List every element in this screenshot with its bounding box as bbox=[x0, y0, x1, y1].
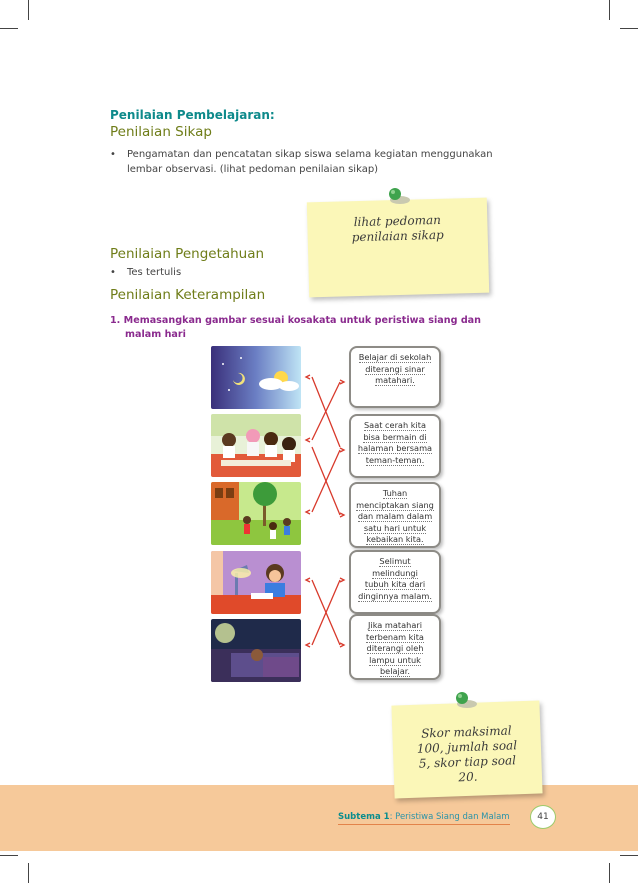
crop-mark bbox=[28, 863, 29, 883]
word-card: Tuhan menciptakan siang dan malam dalam … bbox=[349, 482, 441, 548]
footer-subtema-label: Subtema 1 bbox=[338, 812, 390, 822]
picture-child-sleeping bbox=[211, 619, 301, 682]
crop-mark bbox=[620, 855, 638, 856]
sticky-note-skor: Skor maksimal 100, jumlah soal 5, skor t… bbox=[391, 700, 543, 799]
page-title: Penilaian Pembelajaran: bbox=[110, 108, 275, 122]
card-line: kebaikan kita. bbox=[366, 534, 424, 545]
card-line: diterangi sinar bbox=[365, 363, 425, 375]
card-line: Selimut bbox=[379, 556, 411, 567]
crop-mark bbox=[0, 28, 18, 29]
picture-sky bbox=[211, 346, 301, 409]
crop-mark bbox=[28, 0, 29, 20]
card-line: Belajar di sekolah bbox=[358, 352, 432, 363]
card-line: bisa bermain di bbox=[363, 431, 427, 443]
picture-child-reading bbox=[211, 551, 301, 614]
picture-children-studying bbox=[211, 414, 301, 477]
footer-subtema: Subtema 1: Peristiwa Siang dan Malam bbox=[338, 812, 510, 825]
sikap-text-1: Pengamatan dan pencatatan sikap siswa se… bbox=[127, 149, 493, 160]
page-number: 41 bbox=[530, 805, 556, 829]
bullet-icon: • bbox=[110, 267, 116, 278]
sikap-text-2: lembar observasi. (lihat pedoman penilai… bbox=[127, 164, 379, 175]
card-line: teman-teman. bbox=[365, 454, 425, 466]
card-line: terbenam kita bbox=[366, 631, 424, 643]
pin-icon bbox=[456, 692, 477, 708]
card-line: belajar. bbox=[379, 666, 411, 677]
card-line: Tuhan bbox=[382, 488, 408, 499]
crop-mark bbox=[609, 0, 610, 20]
pengetahuan-item: Tes tertulis bbox=[127, 267, 182, 278]
word-card: Selimut melindungi tubuh kita dari dingi… bbox=[349, 550, 441, 614]
card-line: menciptakan siang bbox=[356, 499, 434, 511]
pengetahuan-heading: Penilaian Pengetahuan bbox=[110, 246, 265, 262]
matching-lines bbox=[304, 374, 346, 648]
crop-mark bbox=[620, 28, 638, 29]
picture-children-playing bbox=[211, 482, 301, 545]
keterampilan-heading: Penilaian Keterampilan bbox=[110, 287, 266, 303]
word-card: Jika matahari terbenam kita diterangi ol… bbox=[349, 614, 441, 680]
sikap-heading: Penilaian Sikap bbox=[110, 124, 212, 140]
card-line: satu hari untuk bbox=[363, 522, 427, 534]
task-line-1: 1. Memasangkan gambar sesuai kosakata un… bbox=[110, 315, 481, 326]
pin-icon bbox=[389, 188, 410, 204]
card-line: lampu untuk bbox=[369, 654, 421, 666]
card-line: Saat cerah kita bbox=[363, 420, 426, 431]
card-line: matahari. bbox=[375, 375, 415, 386]
card-line: dinginnya malam. bbox=[358, 590, 432, 602]
sticky-note-sikap: lihat pedoman penilaian sikap bbox=[306, 197, 490, 298]
crop-mark bbox=[609, 863, 610, 883]
footer-subtema-title: : Peristiwa Siang dan Malam bbox=[389, 812, 510, 822]
card-line: tubuh kita dari bbox=[364, 579, 426, 590]
word-card: Saat cerah kita bisa bermain di halaman … bbox=[349, 414, 441, 478]
card-line: diterangi oleh bbox=[366, 643, 424, 654]
card-line: melindungi bbox=[372, 567, 418, 579]
crop-mark bbox=[0, 855, 18, 856]
task-line-2: malam hari bbox=[125, 329, 186, 340]
bullet-icon: • bbox=[110, 149, 116, 160]
word-card: Belajar di sekolah diterangi sinar matah… bbox=[349, 346, 441, 408]
card-line: dan malam dalam bbox=[357, 511, 433, 522]
card-line: halaman bersama bbox=[357, 443, 433, 454]
card-line: Jika matahari bbox=[368, 620, 422, 631]
